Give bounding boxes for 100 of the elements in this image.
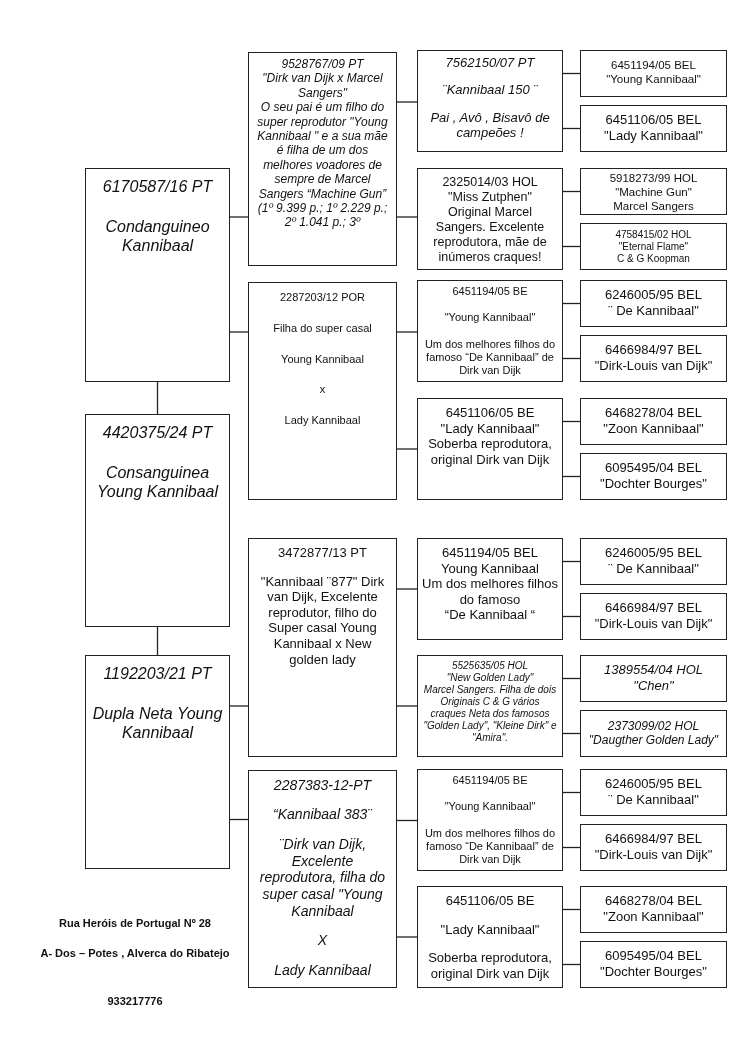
pigeon-description: "Kannibaal ¨877" Dirk van Dijk, Excelente reprodutor, filho do Super casal Young Kannibaal x New golden lady (259, 573, 386, 668)
pigeon-description: "Machine Gun" (615, 185, 692, 200)
pigeon-description: "Zoon Kannibaal" (603, 908, 704, 925)
connector-line (396, 216, 418, 218)
pedigree-box (417, 398, 563, 500)
pedigree-box (580, 769, 727, 816)
pedigree-box (580, 593, 727, 640)
ring-number: 6095495/04 BEL (605, 460, 702, 476)
ring-number: 9528767/09 PT (281, 57, 364, 72)
ring-number: 6451194/05 BE (452, 774, 528, 788)
pigeon-description: Um dos melhores filhos do famoso “De Kannibaal” de Dirk van Dijk (423, 826, 557, 867)
pedigree-box (580, 335, 727, 382)
pigeon-description: "Lady Kannibaal" (604, 127, 703, 144)
pedigree-box (417, 655, 563, 757)
pedigree-box (248, 770, 397, 988)
ring-number: 2287203/12 POR (280, 291, 365, 305)
ring-number: 6451194/05 BE (452, 285, 528, 299)
pedigree-box (248, 52, 397, 266)
pigeon-description: Um dos melhores filhos do famoso “De Kannibaal” de Dirk van Dijk (423, 337, 557, 378)
pedigree-box (580, 886, 727, 933)
ring-number: 4420375/24 PT (102, 423, 213, 443)
connector-line (396, 819, 418, 822)
ring-number: 6466984/97 BEL (605, 831, 702, 847)
pedigree-box (580, 941, 727, 988)
connector-line (396, 705, 418, 707)
pigeon-description: Marcel Sangers (613, 199, 694, 214)
ring-number: 5525635/05 HOL (451, 660, 529, 672)
pigeon-description: "Lady Kannibaal" (440, 420, 540, 437)
pigeon-description: Pai , Avô , Bisavô de campeões ! (429, 109, 551, 141)
ring-number: 6095495/04 BEL (605, 948, 702, 964)
connector-line (396, 936, 418, 938)
pigeon-description: Soberba reprodutora, original Dirk van Dijk (427, 436, 553, 468)
connector-line (396, 588, 418, 590)
ring-number: 6451106/05 BE (445, 893, 535, 909)
pigeon-description: "Eternal Flame" (618, 241, 689, 253)
pigeon-description: ¨Kannibaal 150 ¨ (442, 82, 538, 98)
pedigree-box (580, 398, 727, 445)
pedigree-box (580, 655, 727, 702)
pigeon-description: "Dirk-Louis van Dijk" (594, 846, 713, 863)
pedigree-box (580, 453, 727, 500)
pedigree-box (580, 105, 727, 152)
pedigree-box (417, 886, 563, 988)
pigeon-description: Um dos melhores filhos do famoso (422, 576, 558, 608)
connector-line (229, 705, 249, 707)
ring-number: 7562150/07 PT (445, 55, 535, 71)
ring-number: 6451194/05 BEL (611, 59, 696, 73)
pigeon-description: Marcel Sangers. Filha de dois Originais C & G vários craques Neta dos famosos "Golden Lady", "Kleine Dirk" e "Amira". (422, 684, 558, 744)
connector-line (229, 331, 249, 333)
pigeon-description: Original Marcel Sangers. Excelente reprodutora, mãe de inúmeros craques! (432, 205, 548, 265)
pedigree-box (580, 824, 727, 871)
pigeon-description: C & G Koopman (617, 253, 690, 265)
pigeon-description: Young Kannibaal (281, 352, 364, 366)
pigeon-description: "Dochter Bourges" (600, 475, 707, 492)
pigeon-description: O seu pai é um filho do super reprodutor "Young Kannibaal " e a sua mãe é filha de um dos melhores voadores de sempre de Marcel Sangers “Machine Gun” (1º 9.399 p.; 1º 2.229 p.; 2º 1.041 p.; 3º (256, 100, 389, 230)
phone-number: 933217776 (106, 995, 164, 1007)
pigeon-description: X (317, 932, 328, 950)
ring-number: 1389554/04 HOL (604, 662, 703, 678)
ring-number: 2325014/03 HOL (442, 175, 538, 190)
pigeon-description: "Dirk-Louis van Dijk" (594, 615, 713, 632)
connector-line (156, 626, 159, 656)
ring-number: 6451106/05 BEL (605, 112, 702, 128)
ring-number: 6170587/16 PT (102, 177, 213, 197)
pedigree-box (85, 414, 230, 627)
pedigree-box (417, 50, 563, 152)
ring-number: 6246005/95 BEL (605, 776, 702, 792)
pigeon-description: "Zoon Kannibaal" (603, 420, 704, 437)
ring-number: 3472877/13 PT (278, 545, 367, 561)
ring-number: 6468278/04 BEL (605, 893, 702, 909)
pigeon-description: ¨ De Kannibaal" (608, 791, 699, 808)
pigeon-description: "Young Kannibaal" (606, 72, 701, 87)
pigeon-description: Condanguineo Kannibaal (104, 217, 211, 256)
ring-number: 5918273/99 HOL (609, 172, 698, 186)
pedigree-box (580, 50, 727, 97)
ring-number: 6466984/97 BEL (605, 600, 702, 616)
pigeon-description: Dupla Neta Young Kannibaal (91, 704, 224, 743)
pigeon-description: "Young Kannibaal" (444, 800, 536, 814)
pigeon-description: Consanguinea Young Kannibaal (96, 463, 220, 502)
pedigree-box (580, 223, 727, 270)
pigeon-description: Lady Kannibaal (284, 414, 361, 428)
pigeon-description: Filha do super casal (273, 321, 372, 335)
connector-line (396, 101, 418, 103)
pedigree-box (417, 538, 563, 640)
pedigree-box (248, 282, 397, 500)
ring-number: 4758415/02 HOL (615, 229, 692, 241)
connector-line (396, 448, 418, 450)
pigeon-description: Soberba reprodutora, original Dirk van Dijk (427, 950, 553, 982)
pedigree-box (248, 538, 397, 757)
pigeon-description: x (319, 383, 326, 397)
ring-number: 6246005/95 BEL (605, 545, 702, 561)
ring-number: 2287383-12-PT (273, 777, 372, 794)
pigeon-description: "New Golden Lady" (446, 672, 534, 684)
ring-number: 6451106/05 BE (445, 405, 535, 421)
connector-line (156, 381, 159, 415)
pigeon-description: "Daugther Golden Lady" (588, 733, 719, 748)
pedigree-box (85, 655, 230, 869)
pigeon-description: ¨Dirk van Dijk, Excelente reprodutora, filha do super casal "Young Kannibaal (258, 835, 387, 920)
pedigree-box (580, 168, 727, 215)
ring-number: 6451194/05 BEL (442, 545, 538, 561)
pedigree-box (580, 538, 727, 585)
pigeon-description: “De Kannibaal “ (444, 607, 536, 623)
